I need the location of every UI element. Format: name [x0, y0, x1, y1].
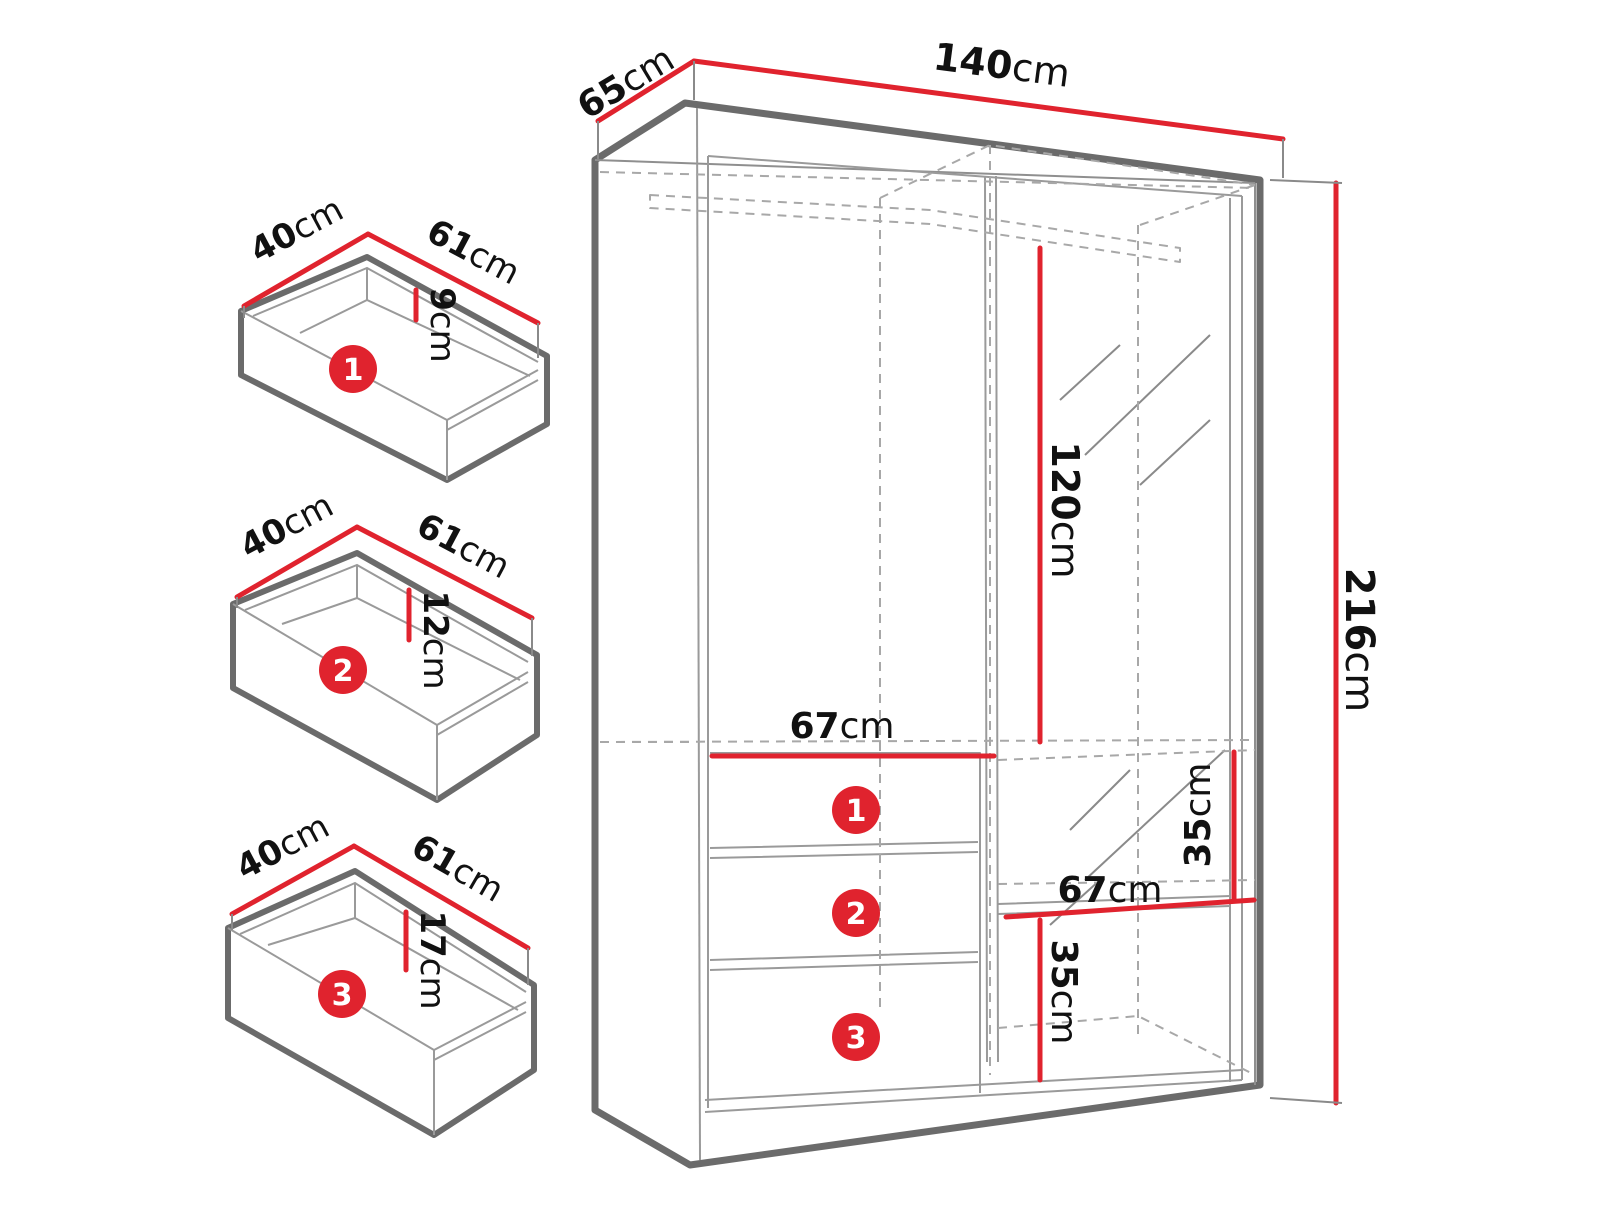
front-drawer-badge-2: 2 — [832, 889, 880, 937]
mirror-reflection — [1049, 334, 1226, 926]
drawer-3-badge: 3 — [318, 970, 366, 1018]
drawer-3-depth-line — [351, 843, 531, 951]
drawer-2-height-label: 12cm — [415, 590, 455, 689]
drawer-2-outline — [230, 550, 540, 803]
front-left-edge — [696, 107, 701, 1161]
drawer-separator-1 — [709, 841, 979, 859]
door-divider — [984, 175, 999, 1063]
svg-text:2: 2 — [333, 654, 354, 689]
front-top-rail — [707, 155, 1243, 197]
label-shelf-width: 67cm — [1058, 870, 1163, 911]
shelf-width-line — [1003, 897, 1257, 920]
drawer-2-depth-label: 61cm — [410, 505, 516, 587]
drawer-block-frame — [710, 752, 981, 1093]
drawer-2-depth-line — [354, 524, 535, 621]
label-wardrobe-height: 216cm — [1336, 568, 1382, 712]
width-dimension-line — [691, 58, 1286, 142]
label-hanging-height: 120cm — [1043, 441, 1087, 578]
interior-dashed-lines — [599, 144, 1256, 1076]
svg-text:3: 3 — [332, 978, 353, 1013]
drawer-separator-2 — [709, 951, 979, 971]
drawer-1: 40cm 61cm 9cm 1 — [238, 189, 550, 483]
drawer-2-width-label: 40cm — [234, 485, 340, 567]
drawer-1-badge: 1 — [329, 345, 377, 393]
wardrobe-dimension-lines — [595, 58, 1339, 1106]
drawer-2-width-line — [234, 524, 360, 600]
label-upper-compartment-height: 35cm — [1178, 763, 1219, 868]
drawer-1-depth-line — [365, 231, 541, 326]
label-wardrobe-width: 140cm — [931, 34, 1073, 96]
depth-dimension-line — [595, 58, 697, 124]
svg-text:1: 1 — [846, 794, 867, 829]
wardrobe — [591, 99, 1264, 1169]
front-drawer-badge-1: 1 — [832, 786, 880, 834]
drawer-3-height-label: 17cm — [412, 910, 452, 1009]
drawer-3: 40cm 61cm 17cm 3 — [225, 806, 537, 1138]
drawer-1-outline — [238, 254, 550, 483]
wardrobe-front-frame — [594, 159, 1256, 1085]
front-drawer-badge-3: 3 — [832, 1013, 880, 1061]
wardrobe-outline — [591, 99, 1264, 1169]
label-lower-compartment-height: 35cm — [1043, 940, 1084, 1045]
drawer-3-depth-label: 61cm — [405, 826, 511, 910]
label-drawer-section-width: 67cm — [790, 706, 895, 747]
drawer-3-width-line — [229, 843, 357, 917]
drawer-2: 40cm 61cm 12cm 2 — [230, 485, 540, 803]
svg-text:2: 2 — [846, 897, 867, 932]
drawer-3-outline — [225, 868, 537, 1138]
drawer-1-width-label: 40cm — [244, 189, 350, 271]
drawer-1-height-label: 9cm — [422, 287, 462, 363]
drawer-1-width-line — [241, 231, 371, 309]
drawer-2-badge: 2 — [319, 646, 367, 694]
drawer-1-depth-label: 61cm — [420, 211, 526, 293]
svg-text:3: 3 — [846, 1021, 867, 1056]
svg-text:1: 1 — [343, 353, 364, 388]
wardrobe-extension-lines — [597, 61, 1343, 1104]
front-right-stile — [1229, 196, 1243, 1082]
front-bottom-rail — [704, 1069, 1243, 1113]
drawer-3-width-label: 40cm — [230, 806, 336, 888]
